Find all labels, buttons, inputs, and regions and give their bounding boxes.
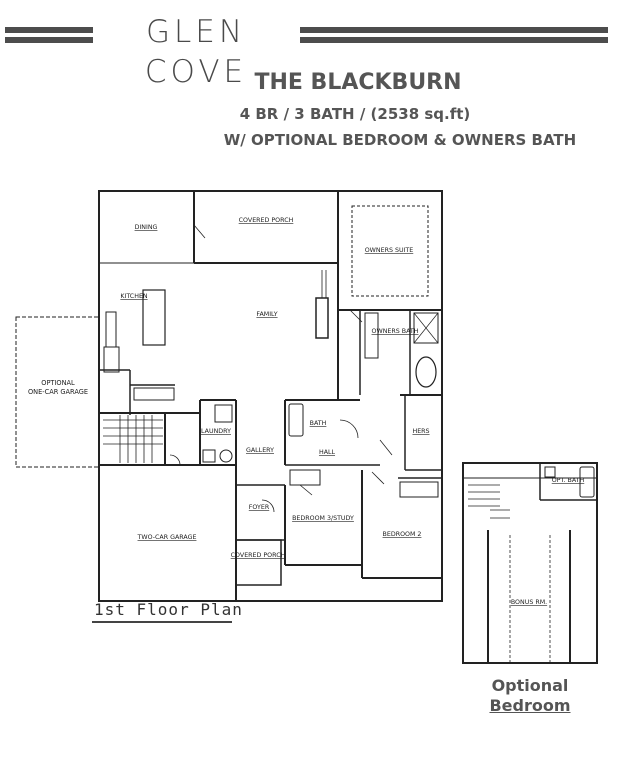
room-label-laundry: LAUNDRY: [201, 428, 231, 435]
optional-caption-line-2: Bedroom: [489, 696, 571, 715]
header-bar-right: [300, 27, 608, 43]
model-name: THE BLACKBURN: [254, 70, 462, 95]
room-label-bath: BATH: [310, 420, 327, 427]
floor-plan-caption: 1st Floor Plan: [94, 600, 243, 619]
room-label-optional-garage-1: OPTIONAL: [41, 379, 75, 387]
room-label-opt-bath: OPT. BATH: [552, 477, 585, 484]
room-label-kitchen: KITCHEN: [120, 293, 148, 300]
room-label-covered-porch-rear: COVERED PORCH: [239, 217, 294, 224]
room-label-hall: HALL: [319, 449, 336, 456]
floor-plan-caption-underline: [92, 621, 232, 623]
room-label-family: FAMILY: [256, 311, 277, 318]
specs-line-1: 4 BR / 3 BATH / (2538 sq.ft): [239, 105, 471, 123]
room-label-bonus-rm: BONUS RM.: [511, 599, 547, 606]
room-label-two-car-garage: TWO-CAR GARAGE: [137, 534, 197, 541]
optional-bedroom-caption: Optional Bedroom: [470, 676, 590, 716]
room-label-foyer: FOYER: [249, 504, 270, 511]
room-label-dining: DINING: [135, 224, 158, 231]
brand-logo-text: GLEN COVE: [144, 14, 248, 90]
room-label-owners-suite: OWNERS SUITE: [365, 247, 414, 254]
room-label-gallery: GALLERY: [246, 447, 274, 454]
specs-line-2: W/ OPTIONAL BEDROOM & OWNERS BATH: [223, 131, 577, 149]
room-label-hers: HERS: [412, 428, 429, 435]
optional-caption-line-1: Optional: [491, 676, 569, 695]
room-label-covered-porch-front: COVERED PORCH: [231, 552, 286, 559]
room-label-optional-garage-2: ONE-CAR GARAGE: [28, 388, 88, 396]
room-label-bedroom-2: BEDROOM 2: [383, 531, 422, 538]
room-label-owners-bath: OWNERS BATH: [372, 328, 419, 335]
header-bar-left: [5, 27, 93, 43]
room-label-bedroom-study: BEDROOM 3/STUDY: [292, 515, 354, 522]
